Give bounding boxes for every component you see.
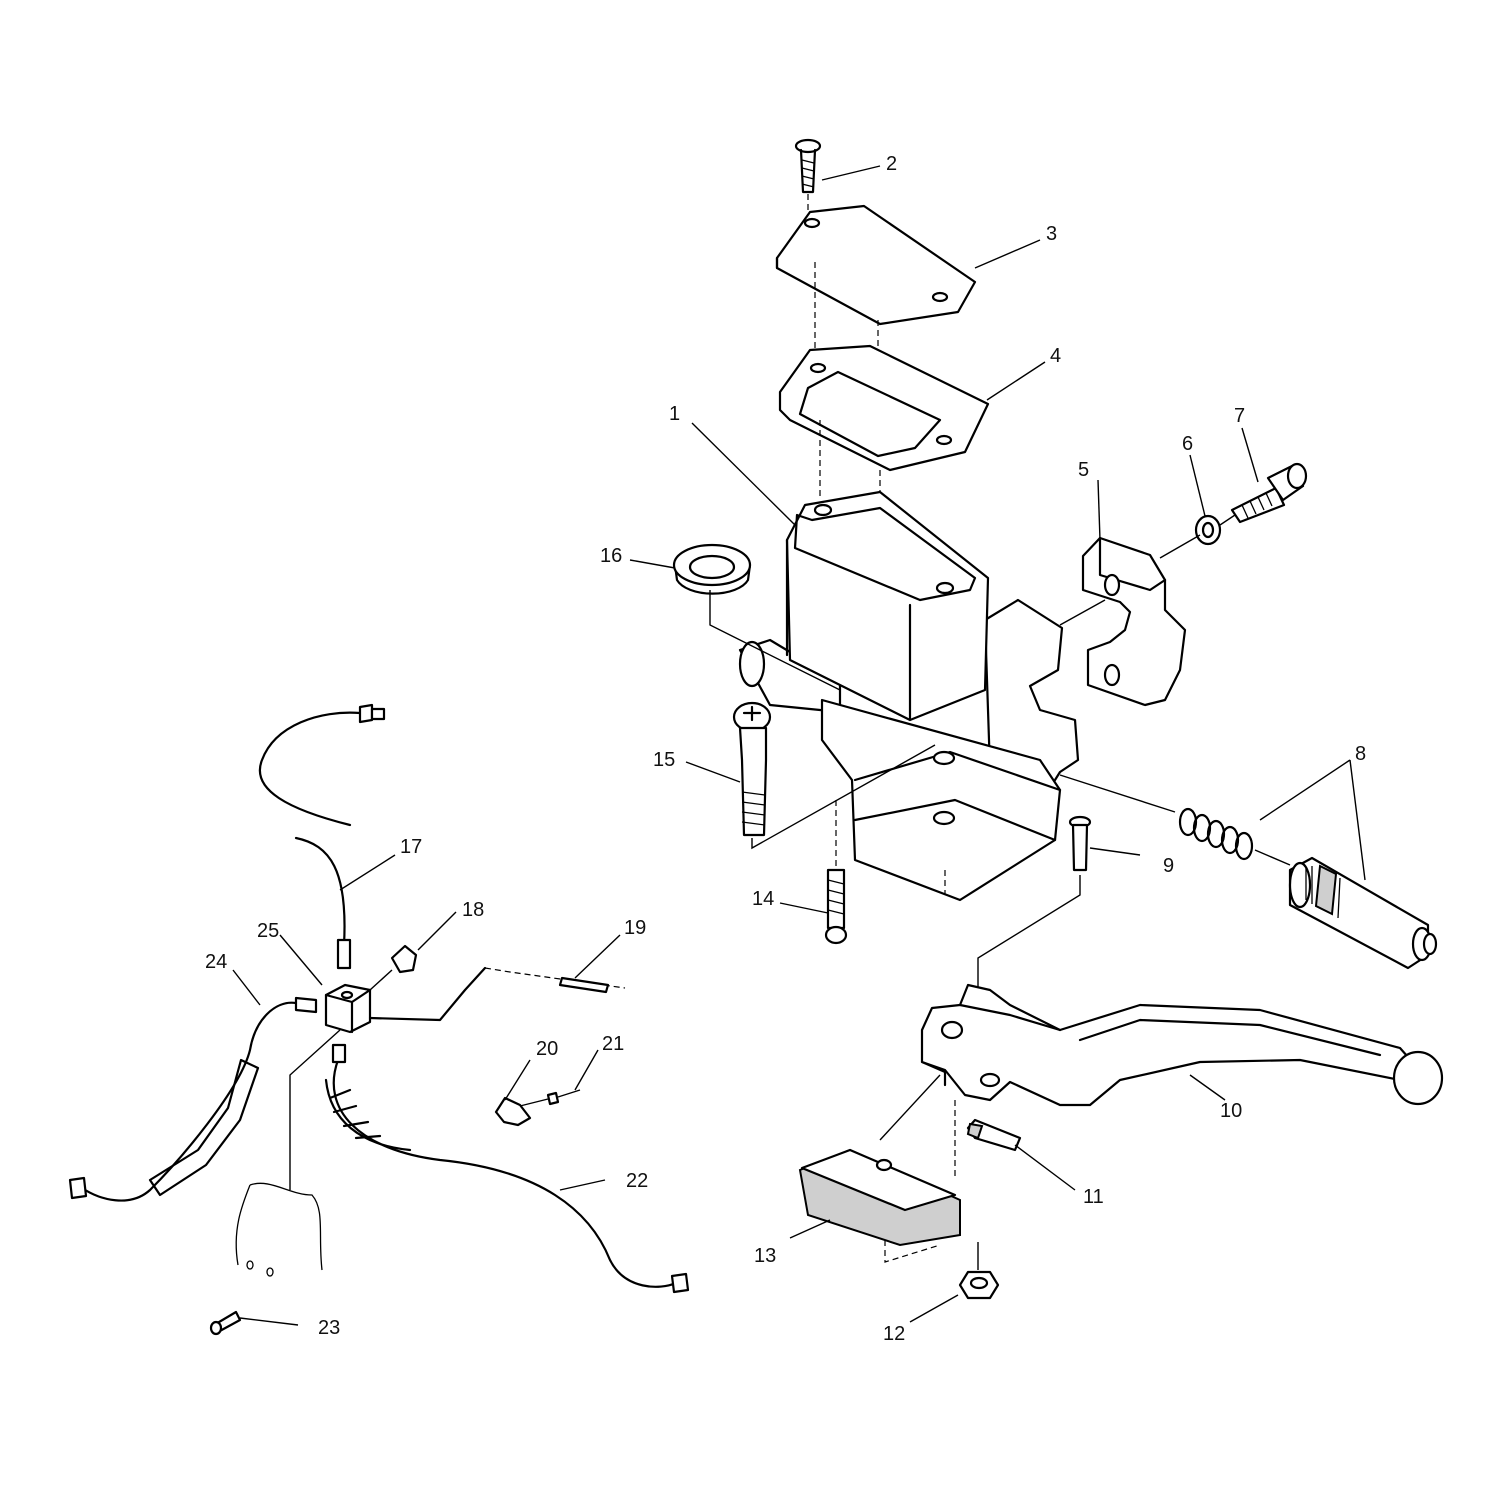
mounting-bracket-outline [235,1182,323,1277]
part-3-reservoir-cover [775,204,977,326]
callout-5: 5 [1078,459,1089,481]
callout-1: 1 [669,403,680,425]
callout-11: 11 [1083,1186,1104,1208]
callout-leaders [232,165,1366,1326]
part-23-screw [209,1310,242,1336]
callout-3: 3 [1046,223,1057,245]
part-7-clamp-bolt [1219,462,1308,526]
part-20-brake-switch [494,1096,532,1127]
part-5-handlebar-clamp [1059,536,1187,707]
part-24-brake-line [68,996,318,1202]
callout-20: 20 [536,1038,558,1060]
callout-9: 9 [1163,855,1174,877]
callout-16: 16 [600,545,622,567]
callout-18: 18 [462,899,484,921]
part-15-pivot-bolt [732,701,936,850]
callout-6: 6 [1182,433,1193,455]
part-11-clip [966,1118,1022,1152]
callout-15: 15 [653,749,675,771]
part-25-junction-block [289,983,372,1190]
part-19-brake-line [368,966,626,1022]
part-4-diaphragm [778,344,990,472]
part-12-nut [958,1242,1000,1300]
part-18-banjo-clip [369,944,418,991]
part-10-brake-lever [920,983,1444,1107]
callout-13: 13 [754,1245,776,1267]
part-8-piston-kit [1059,774,1438,970]
callout-21: 21 [602,1033,624,1055]
part-17-brake-line [258,703,386,970]
part-13-lever-block [798,1074,961,1247]
callout-25: 25 [257,920,279,942]
callout-17: 17 [400,836,422,858]
callout-2: 2 [886,153,897,175]
part-14-screw [824,800,848,945]
callout-8: 8 [1355,743,1366,765]
callout-23: 23 [318,1317,340,1339]
callout-19: 19 [624,917,646,939]
callout-24: 24 [205,951,227,973]
part-16-boot [672,543,841,691]
callout-4: 4 [1050,345,1061,367]
part-6-washer [1159,514,1222,559]
part-22-brake-line [324,1043,690,1294]
callout-12: 12 [883,1323,905,1345]
callout-numbers: 1 2 3 4 5 6 7 8 9 10 11 12 13 14 15 16 1… [205,153,1366,1345]
callout-14: 14 [752,888,774,910]
callout-10: 10 [1220,1100,1242,1122]
callout-22: 22 [626,1170,648,1192]
part-2-cover-screw [794,138,822,222]
part-1-master-cylinder-body [738,490,1080,902]
callout-7: 7 [1234,405,1245,427]
part-21-switch-screw [519,1089,581,1107]
